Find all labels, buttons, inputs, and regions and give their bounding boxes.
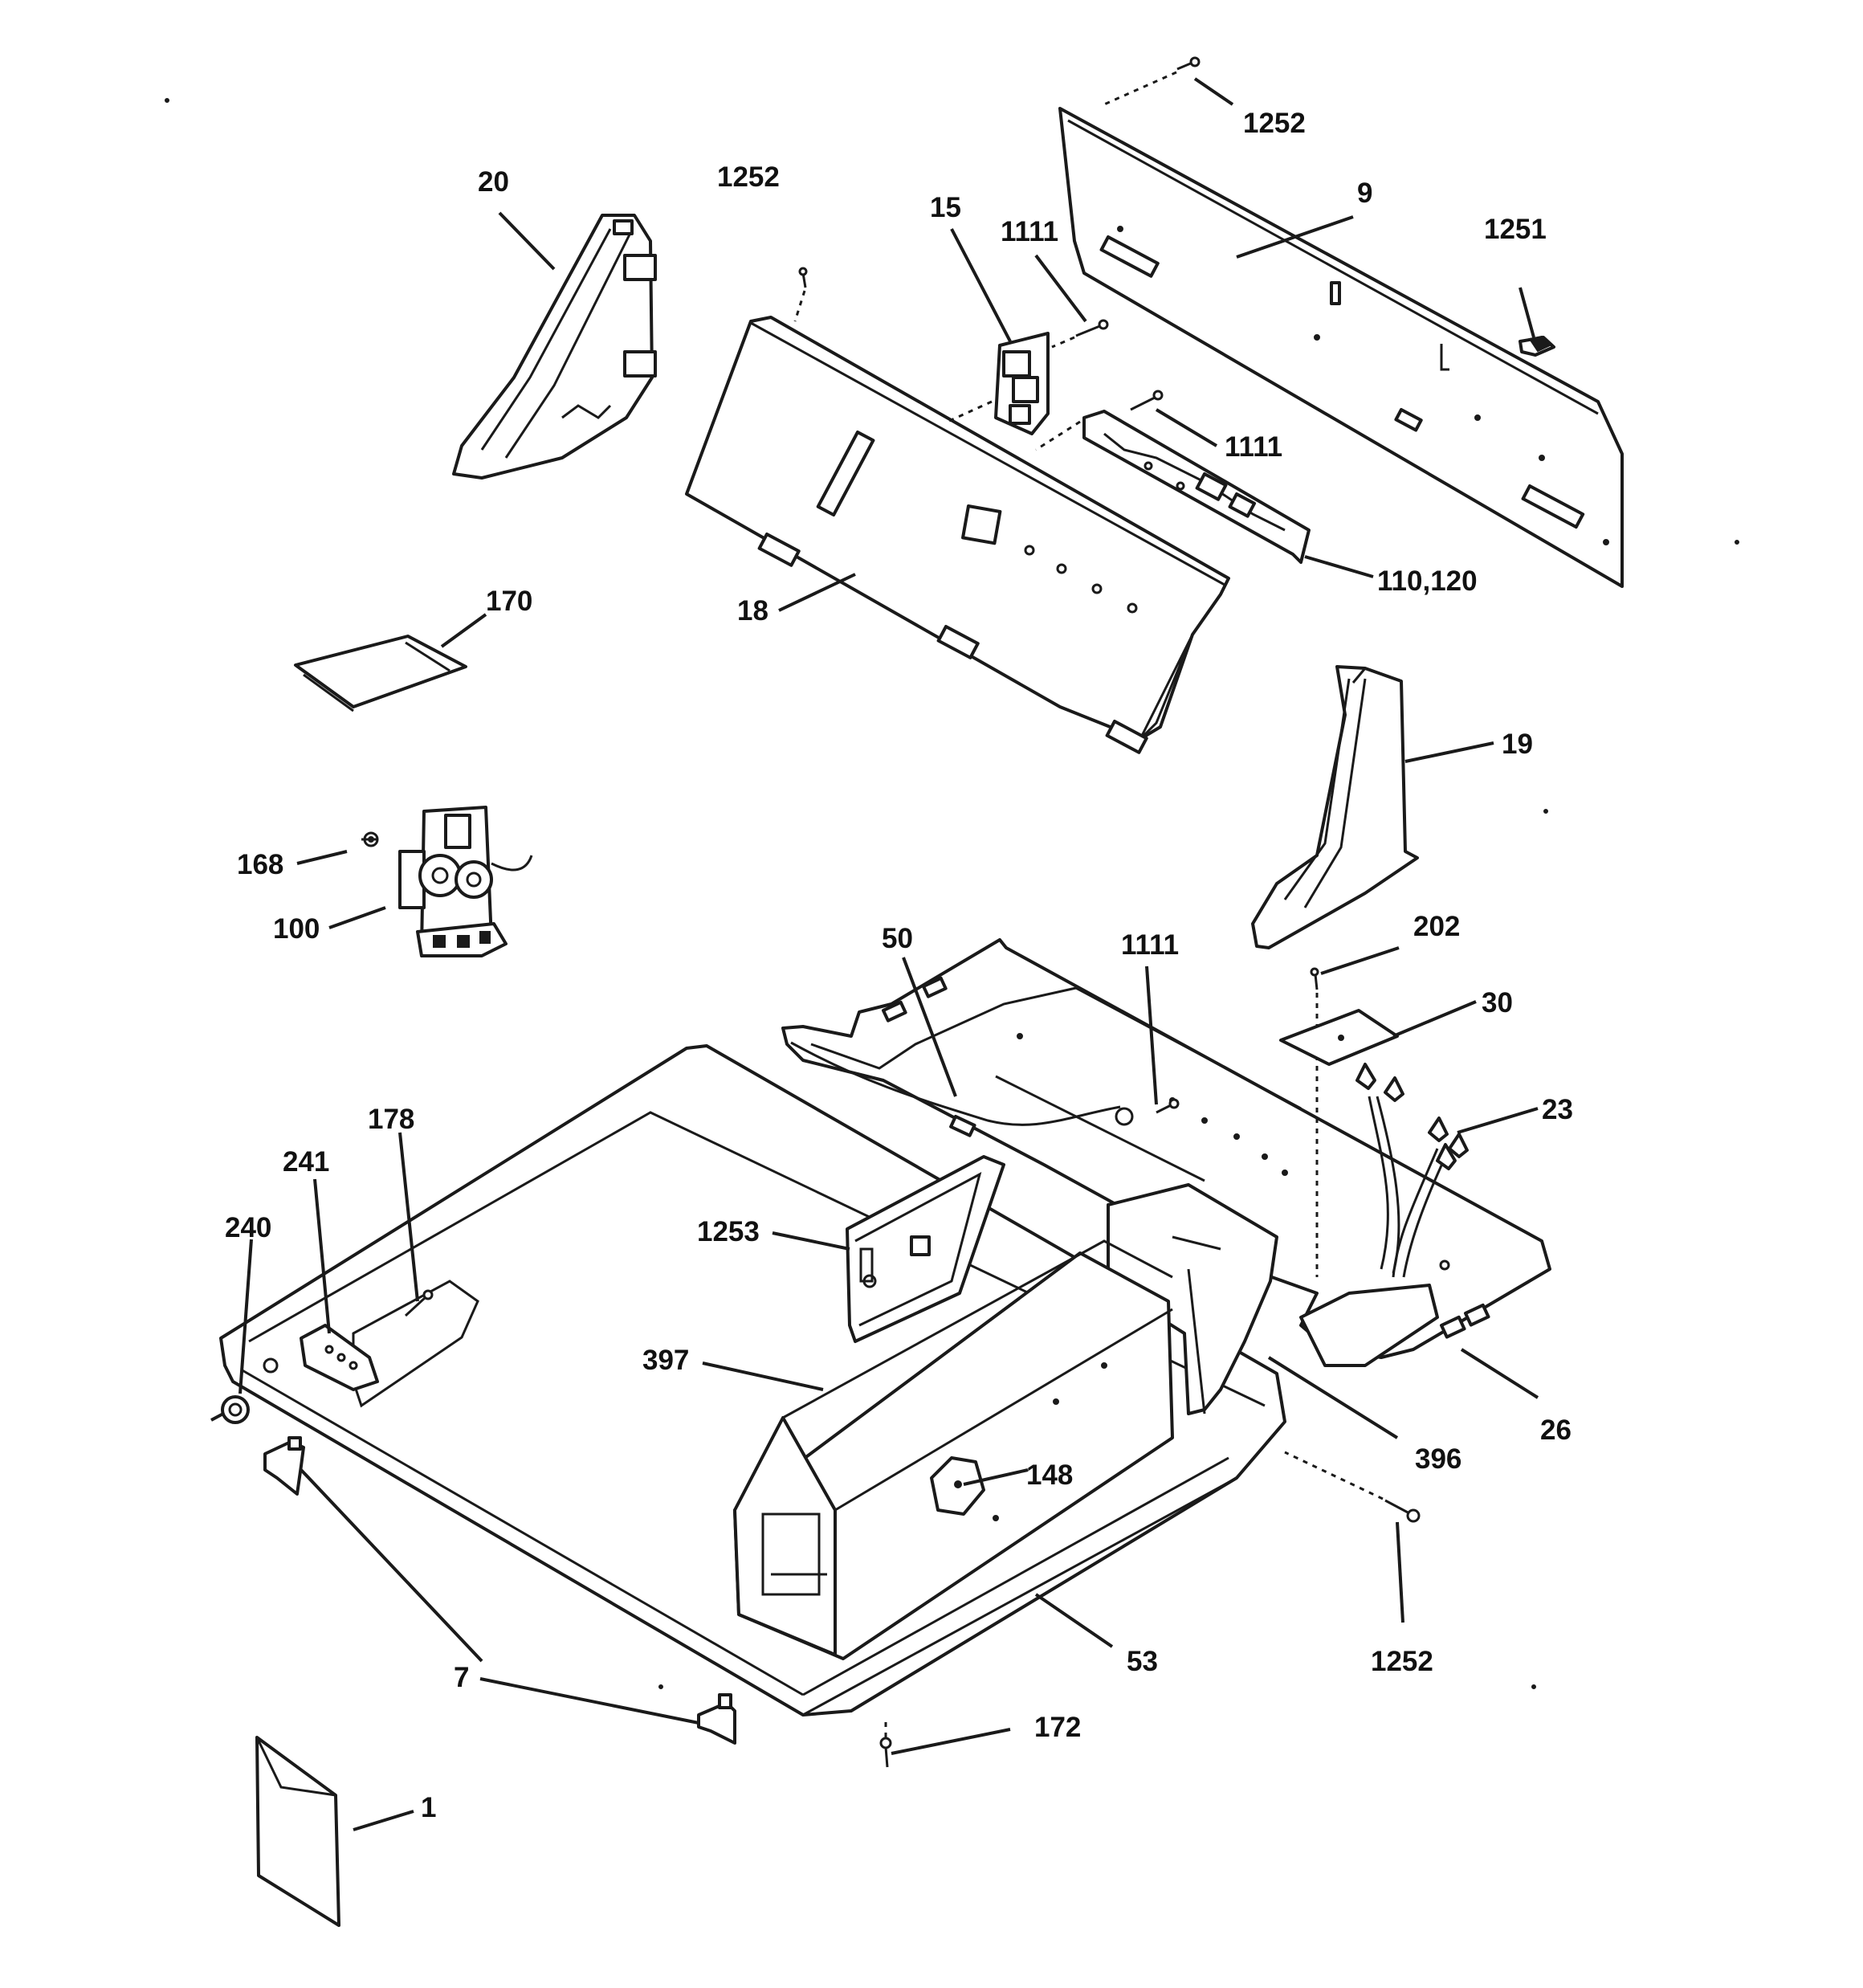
- wire-harness-part-23: [1355, 1063, 1469, 1278]
- screw-part-1252-bottom: [1284, 1451, 1421, 1523]
- plug-part-240: [221, 1395, 250, 1424]
- leader-lines: [210, 77, 1539, 1831]
- label-1252-mid: 1252: [717, 161, 780, 193]
- cover-plate-part-30: [1279, 1009, 1399, 1066]
- switch-part-15: [947, 332, 1050, 435]
- manual-part-170: [294, 635, 467, 712]
- ground-wire-part-50: [790, 1041, 1134, 1137]
- screw-part-1111-b: [1130, 390, 1164, 411]
- timer-part-100: [398, 806, 533, 957]
- end-cap-part-19: [1251, 665, 1419, 949]
- label-397: 397: [642, 1345, 689, 1376]
- control-panel-part-18: [685, 316, 1230, 754]
- screw-part-202: [1310, 967, 1319, 1277]
- lid-switch-part-241: [300, 1324, 379, 1391]
- label-20: 20: [478, 166, 509, 198]
- label-19: 19: [1502, 729, 1533, 760]
- label-110-120: 110,120: [1377, 565, 1478, 597]
- label-202: 202: [1413, 911, 1460, 942]
- label-170: 170: [486, 586, 532, 617]
- screw-part-1252-top: [1103, 56, 1201, 106]
- label-1252-top: 1252: [1243, 108, 1306, 139]
- rear-bracket-part-26: [781, 938, 1551, 1367]
- screw-part-1252-mid: [793, 267, 808, 322]
- label-1253: 1253: [697, 1216, 760, 1247]
- label-178: 178: [368, 1104, 414, 1135]
- blower-housing-part-397: [733, 1239, 1174, 1660]
- label-23: 23: [1542, 1094, 1573, 1125]
- main-top-part-53: [219, 1044, 1286, 1717]
- label-1: 1: [421, 1792, 436, 1823]
- label-172: 172: [1034, 1712, 1081, 1743]
- screw-part-1111-a: [1051, 319, 1109, 349]
- label-1251: 1251: [1484, 214, 1547, 245]
- label-53: 53: [1127, 1646, 1158, 1677]
- label-396: 396: [1415, 1443, 1461, 1475]
- label-1111-b: 1111: [1225, 431, 1282, 463]
- label-1111-a: 1111: [1001, 216, 1058, 247]
- label-15: 15: [930, 192, 961, 223]
- label-168: 168: [237, 849, 283, 880]
- label-30: 30: [1482, 987, 1513, 1018]
- label-26: 26: [1540, 1414, 1572, 1446]
- end-cap-part-20: [452, 214, 657, 480]
- label-18: 18: [737, 595, 768, 627]
- label-240: 240: [225, 1212, 271, 1243]
- screw-part-168: [361, 831, 379, 847]
- label-50: 50: [882, 923, 913, 954]
- label-1252-bottom: 1252: [1371, 1646, 1433, 1677]
- control-board-part-110-120: [1035, 410, 1311, 564]
- label-9: 9: [1357, 178, 1372, 209]
- part-labels: 1252 9 1251 20 1252 15 1111 1111 110,120…: [225, 108, 1573, 1823]
- rear-panel-part-9: [1058, 107, 1624, 588]
- screw-part-172: [879, 1719, 892, 1768]
- label-1111-c: 1111: [1121, 929, 1179, 961]
- hinge-part-7-right: [697, 1693, 736, 1745]
- label-7: 7: [454, 1662, 469, 1693]
- screw-part-1111-c: [1156, 1098, 1180, 1114]
- label-148: 148: [1026, 1459, 1073, 1491]
- label-241: 241: [283, 1146, 329, 1178]
- literature-envelope-part-1: [255, 1736, 340, 1927]
- hinge-part-7-left: [263, 1436, 305, 1496]
- bracket-part-1253: [846, 1155, 1005, 1343]
- screw-part-178: [404, 1289, 434, 1317]
- label-100: 100: [273, 913, 320, 945]
- scan-specks: [165, 98, 1739, 1689]
- clip-part-1251: [1519, 335, 1555, 357]
